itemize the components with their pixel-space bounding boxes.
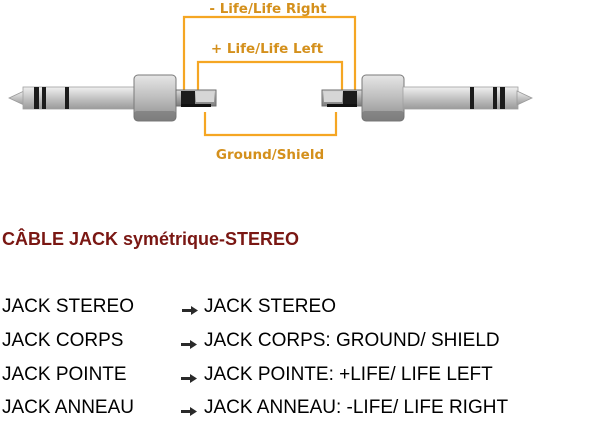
wire-right — [182, 15, 357, 92]
left-plug-terminal-dark — [181, 91, 195, 104]
right-plug-terminal-bottom — [327, 104, 357, 107]
connection-row: JACK STEREO JACK STEREO — [2, 295, 600, 319]
right-plug-ring-3 — [500, 87, 505, 109]
wire-label-ground: Ground/Shield — [216, 147, 324, 163]
left-jack-plug — [8, 74, 217, 122]
connection-target: JACK ANNEAU: -LIFE/ LIFE RIGHT — [204, 397, 509, 418]
wire-group — [182, 15, 357, 137]
connection-row: JACK POINTE JACK POINTE: +LIFE/ LIFE LEFT — [2, 363, 600, 387]
connection-source: JACK ANNEAU — [2, 397, 134, 418]
right-plug-terminal-light — [324, 92, 342, 102]
wire-label-right: - Life/Life Right — [209, 1, 327, 17]
wire-left — [196, 60, 344, 92]
arrow-right-icon — [179, 396, 199, 420]
left-plug-shaft — [22, 86, 136, 110]
connection-source: JACK STEREO — [2, 296, 134, 317]
connection-target: JACK CORPS: GROUND/ SHIELD — [204, 330, 500, 351]
right-plug-ring-2 — [493, 87, 497, 109]
left-plug-terminal-bottom — [181, 104, 211, 107]
right-plug-ring-1 — [470, 87, 474, 109]
arrow-right-icon — [179, 363, 199, 387]
left-plug-ring-3 — [65, 87, 69, 109]
arrow-right-icon — [180, 295, 200, 319]
connection-row: JACK CORPS JACK CORPS: GROUND/ SHIELD — [2, 329, 600, 353]
right-plug-tip — [516, 90, 533, 106]
left-plug-ring-1 — [34, 87, 39, 109]
right-plug-barrel-shadow — [362, 111, 404, 121]
connection-target: JACK POINTE: +LIFE/ LIFE LEFT — [204, 364, 493, 385]
connection-source: JACK CORPS — [2, 330, 124, 351]
left-plug-barrel-shadow — [134, 111, 176, 121]
right-plug-terminal-dark — [343, 91, 357, 104]
connection-row: JACK ANNEAU JACK ANNEAU: -LIFE/ LIFE RIGH… — [2, 396, 600, 420]
page-title: CÂBLE JACK symétrique-STEREO — [2, 229, 300, 249]
connection-target: JACK STEREO — [204, 296, 336, 317]
left-plug-tip — [8, 90, 25, 106]
right-jack-plug — [321, 74, 533, 122]
stereo-jack-cable-diagram: - Life/Life Right + Life/Life Left Groun… — [8, 1, 533, 163]
left-plug-ring-2 — [42, 87, 46, 109]
connection-source: JACK POINTE — [2, 364, 127, 385]
left-plug-terminal-light — [196, 92, 214, 102]
wire-ground — [203, 112, 338, 137]
wire-label-left: + Life/Life Left — [211, 41, 324, 57]
arrow-right-icon — [179, 329, 199, 353]
